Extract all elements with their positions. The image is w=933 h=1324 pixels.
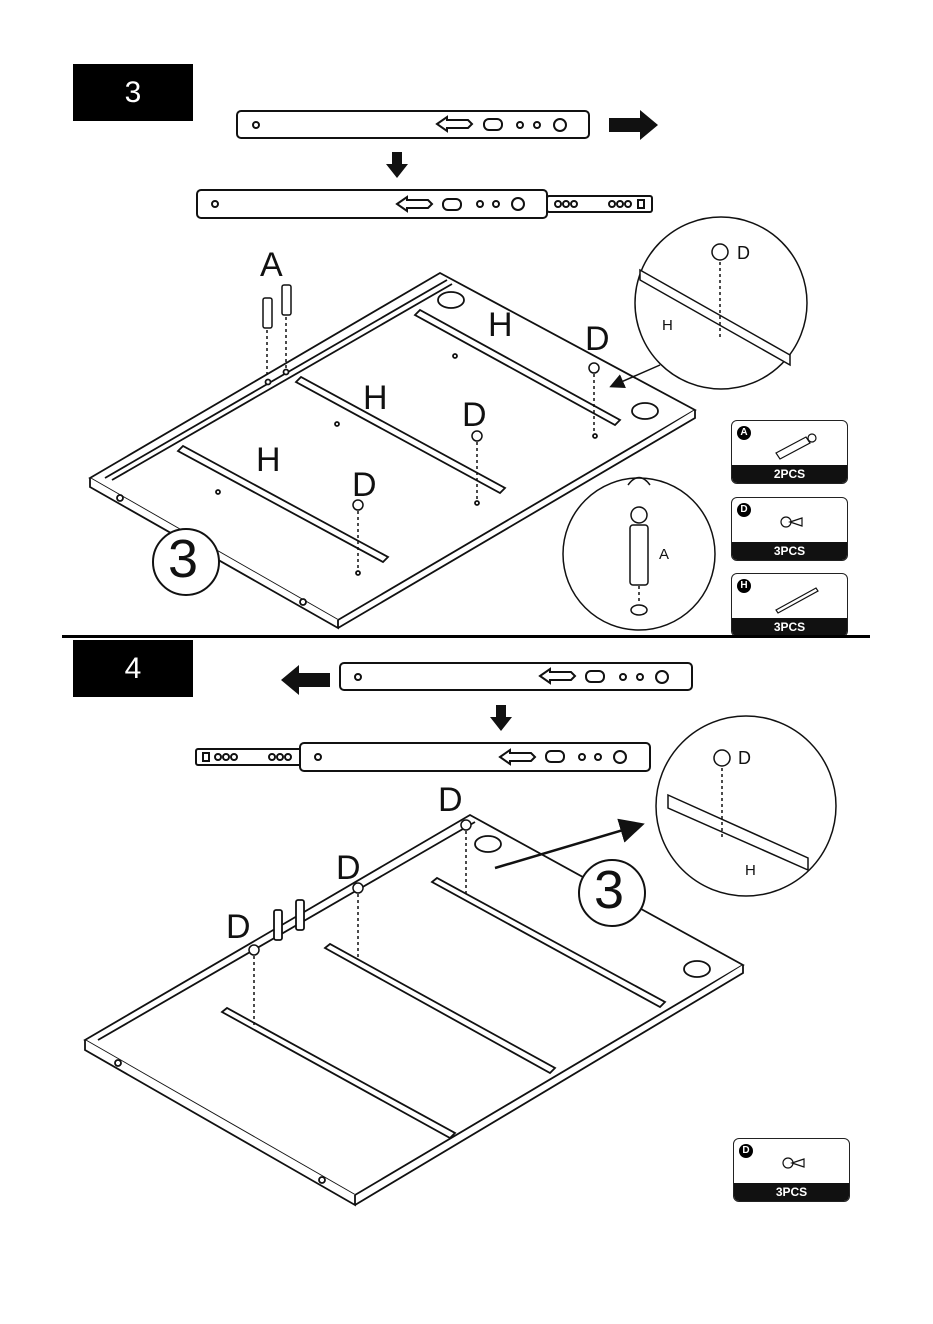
callout-a-label: A bbox=[659, 547, 669, 562]
rail-icon bbox=[732, 574, 847, 618]
step-4-number: 4 bbox=[125, 652, 142, 686]
step4-callout-h-label: H bbox=[745, 863, 756, 878]
step3-pull-arrow bbox=[609, 110, 658, 140]
part-h-count: 3PCS bbox=[732, 618, 847, 636]
step4-panel bbox=[85, 815, 743, 1205]
label-d-screw-1: D bbox=[585, 322, 610, 356]
step4-label-d-2: D bbox=[336, 851, 361, 885]
label-h-rail-1: H bbox=[488, 308, 513, 342]
label-h-rail-2: H bbox=[363, 381, 388, 415]
step-4-badge: 4 bbox=[73, 640, 193, 697]
step4-part-d-count: 3PCS bbox=[734, 1183, 849, 1201]
step4-inner-rail bbox=[340, 663, 692, 690]
step4-push-arrow bbox=[281, 665, 330, 695]
part-a-box: A 2PCS bbox=[731, 420, 848, 484]
step3-outer-rail bbox=[197, 190, 652, 218]
cam-bolt-icon bbox=[732, 421, 847, 465]
screw-icon bbox=[734, 1139, 849, 1183]
callout-d-label: D bbox=[737, 244, 750, 262]
part-d-box: D 3PCS bbox=[731, 497, 848, 561]
step3-screw-callout bbox=[612, 217, 807, 389]
part-h-box: H 3PCS bbox=[731, 573, 848, 637]
step4-label-d-1: D bbox=[438, 783, 463, 817]
step3-inner-rail bbox=[237, 111, 589, 138]
part-d-count: 3PCS bbox=[732, 542, 847, 560]
step4-panel-number: 3 bbox=[594, 863, 624, 917]
step4-label-d-3: D bbox=[226, 910, 251, 944]
label-h-rail-3: H bbox=[256, 443, 281, 477]
label-d-screw-2: D bbox=[462, 398, 487, 432]
step3-cam-callout bbox=[563, 478, 715, 631]
step4-outer-rail bbox=[196, 743, 650, 771]
step4-part-d-box: D 3PCS bbox=[733, 1138, 850, 1202]
label-d-screw-3: D bbox=[352, 468, 377, 502]
step4-down-arrow bbox=[490, 705, 512, 731]
screw-icon bbox=[732, 498, 847, 542]
step3-down-arrow bbox=[386, 152, 408, 178]
label-a-bolts: A bbox=[260, 248, 283, 282]
step3-panel-number: 3 bbox=[168, 532, 198, 586]
step-divider bbox=[62, 635, 870, 638]
part-a-count: 2PCS bbox=[732, 465, 847, 483]
step4-callout-d-label: D bbox=[738, 749, 751, 767]
callout-h-label: H bbox=[662, 318, 673, 333]
